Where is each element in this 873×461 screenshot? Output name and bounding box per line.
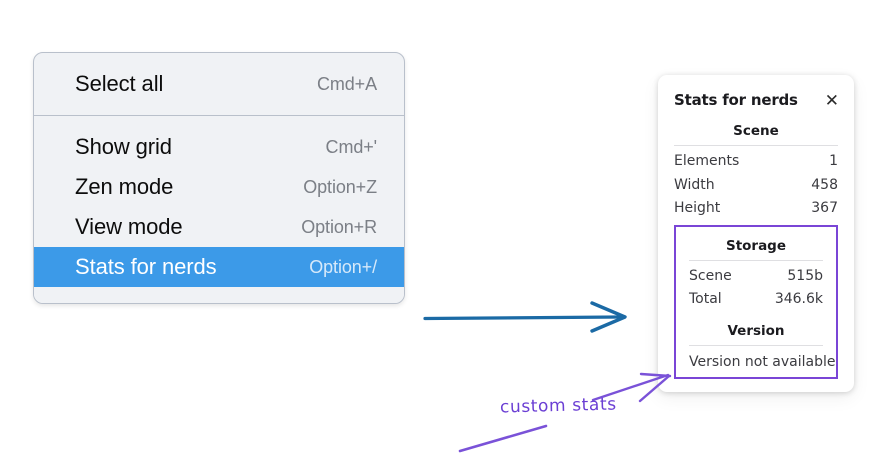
stat-value: 367 — [811, 200, 838, 216]
stats-for-nerds-panel: Stats for nerds ✕ Scene Elements 1 Width… — [658, 75, 854, 392]
menu-item-shortcut: Cmd+A — [316, 73, 377, 94]
section-rule — [689, 259, 823, 261]
stat-row-elements: Elements 1 — [674, 150, 838, 174]
storage-section-heading: Storage — [725, 237, 787, 254]
stats-panel-header: Stats for nerds ✕ — [658, 88, 854, 112]
custom-stats-caption: custom stats — [499, 394, 617, 418]
stat-key: Elements — [674, 153, 740, 169]
stat-row-storage-scene: Scene 515b — [689, 265, 823, 289]
menu-item-select-all[interactable]: Select all Cmd+A — [34, 64, 404, 104]
menu-section-general: Select all Cmd+A — [34, 53, 404, 115]
menu-item-shortcut: Cmd+' — [325, 136, 378, 157]
section-rule — [674, 145, 838, 146]
stat-row-height: Height 367 — [674, 197, 838, 221]
scene-section-heading: Scene — [733, 123, 779, 139]
menu-item-label: Show grid — [75, 134, 172, 159]
section-rule — [689, 344, 823, 346]
menu-item-shortcut: Option+/ — [309, 256, 377, 277]
menu-item-label: Stats for nerds — [75, 254, 217, 279]
stat-key: Scene — [689, 267, 732, 284]
stat-row-width: Width 458 — [674, 174, 838, 198]
menu-divider — [34, 115, 404, 116]
menu-item-label: Select all — [75, 71, 164, 96]
stat-value: 346.6k — [774, 291, 823, 307]
close-icon[interactable]: ✕ — [824, 90, 839, 110]
menu-item-shortcut: Option+R — [301, 216, 377, 237]
stat-value: 515b — [787, 267, 823, 284]
canvas-context-menu[interactable]: Select all Cmd+A Show grid Cmd+' Zen mod… — [33, 52, 405, 304]
menu-footer-spacer — [34, 287, 404, 303]
menu-section-view: Show grid Cmd+' Zen mode Option+Z View m… — [34, 116, 404, 287]
purple-underline-annotation — [458, 424, 548, 453]
menu-item-stats-for-nerds[interactable]: Stats for nerds Option+/ — [34, 247, 404, 287]
menu-item-zen-mode[interactable]: Zen mode Option+Z — [34, 167, 404, 207]
version-text: Version not available — [689, 353, 836, 370]
stat-key: Width — [674, 176, 715, 193]
menu-item-show-grid[interactable]: Show grid Cmd+' — [34, 127, 404, 167]
menu-item-label: View mode — [75, 214, 183, 239]
stat-key: Total — [689, 291, 722, 307]
menu-item-view-mode[interactable]: View mode Option+R — [34, 207, 404, 247]
menu-item-shortcut: Option+Z — [303, 176, 377, 197]
stat-value: 458 — [811, 176, 838, 193]
menu-item-label: Zen mode — [75, 174, 174, 199]
stat-row-storage-total: Total 346.6k — [689, 288, 823, 312]
stat-key: Height — [674, 200, 721, 216]
blue-arrow-annotation — [423, 301, 627, 333]
stat-value: 1 — [829, 153, 838, 169]
stats-panel-title: Stats for nerds — [674, 91, 798, 109]
stats-panel-body: Scene Elements 1 Width 458 Height 367 St… — [658, 112, 854, 379]
version-section-heading: Version — [727, 322, 785, 339]
custom-stats-highlight-box: Storage Scene 515b Total 346.6k Version … — [674, 224, 838, 379]
